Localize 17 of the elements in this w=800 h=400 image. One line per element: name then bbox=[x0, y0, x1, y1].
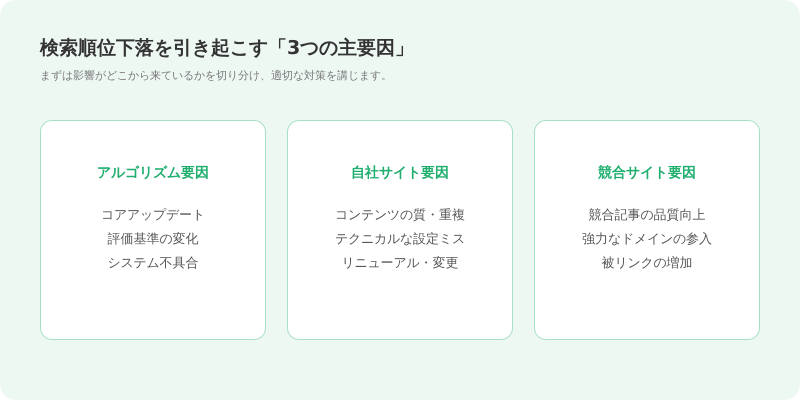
card-heading: 競合サイト要因 bbox=[598, 164, 696, 183]
card-item: コンテンツの質・重複 bbox=[335, 207, 465, 225]
title: 検索順位下落を引き起こす「3つの主要因」 bbox=[40, 37, 414, 61]
card-item: システム不具合 bbox=[108, 255, 198, 273]
category-card bbox=[287, 120, 513, 340]
card-item: リニューアル・変更 bbox=[342, 255, 458, 273]
card-item: 評価基準の変化 bbox=[108, 231, 198, 249]
card-heading: 自社サイト要因 bbox=[351, 164, 449, 183]
card-item: テクニカルな設定ミス bbox=[335, 231, 465, 249]
card-heading: アルゴリズム要因 bbox=[97, 164, 209, 183]
subtitle: まずは影響がどこから来ているかを切り分け、適切な対策を講じます。 bbox=[40, 68, 392, 84]
category-card bbox=[40, 120, 266, 340]
card-item: コアアップデート bbox=[101, 207, 205, 225]
card-item: 競合記事の品質向上 bbox=[588, 207, 706, 225]
card-item: 強力なドメインの参入 bbox=[582, 231, 712, 249]
card-item: 被リンクの増加 bbox=[602, 254, 692, 273]
category-card bbox=[534, 120, 760, 340]
